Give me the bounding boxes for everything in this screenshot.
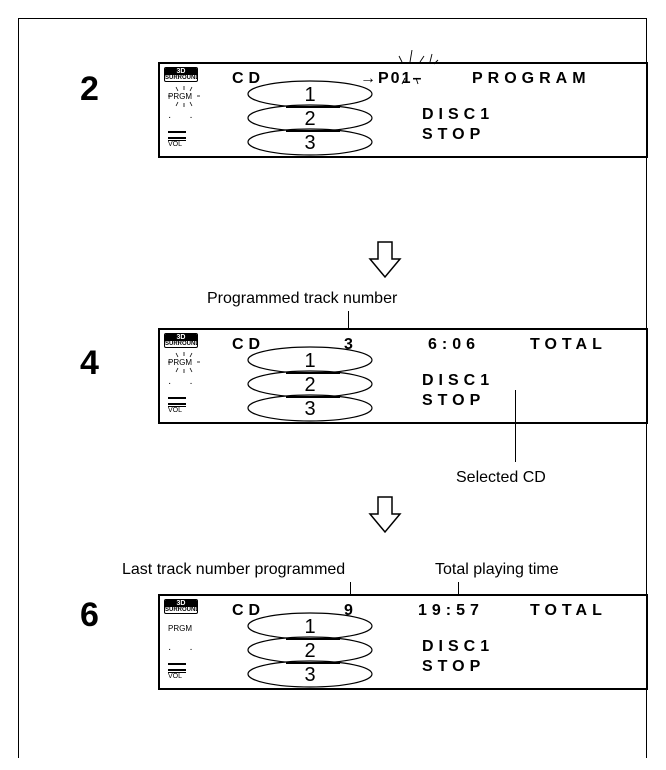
disc-label-3: 3 bbox=[304, 398, 315, 420]
disc-label-1: 1 bbox=[304, 616, 315, 638]
disc-stack-icon: 1 2 3 bbox=[247, 612, 373, 688]
volume-indicator: VOL bbox=[168, 397, 186, 414]
lcd-mode: CD bbox=[232, 602, 266, 619]
surround-badge: 3D SURROUND bbox=[164, 67, 198, 82]
programmed-track-number-label: Programmed track number bbox=[207, 290, 398, 307]
indicator-dots: ·· bbox=[168, 378, 211, 389]
disc-stack-icon: 1 2 3 bbox=[247, 346, 373, 422]
volume-indicator: VOL bbox=[168, 131, 186, 148]
lcd-panel-step-2: 3D SURROUND PRGM ·· VOL CD →P01– PROGRAM… bbox=[158, 50, 648, 158]
disc-stack-icon: 1 2 3 bbox=[247, 80, 373, 156]
blink-rays-icon bbox=[168, 352, 200, 373]
lcd-mode: CD bbox=[232, 70, 266, 87]
disc-label-1: 1 bbox=[304, 350, 315, 372]
lcd-track: 3 bbox=[344, 336, 358, 353]
lcd-status: TOTAL bbox=[530, 336, 607, 353]
lcd-time: 19:57 bbox=[418, 602, 484, 619]
lcd-disc: DISC1 bbox=[422, 372, 495, 389]
last-track-number-programmed-label: Last track number programmed bbox=[122, 561, 346, 578]
lcd-state: STOP bbox=[422, 658, 486, 675]
disc-label-2: 2 bbox=[304, 640, 315, 662]
lcd-mode: CD bbox=[232, 336, 266, 353]
lcd-disc: DISC1 bbox=[422, 638, 495, 655]
lcd-panel-step-6: 3D SURROUND PRGM ·· VOL CD 9 19:57 TOTAL… bbox=[158, 594, 648, 690]
step-number-2: 2 bbox=[80, 70, 99, 108]
lcd-state: STOP bbox=[422, 392, 486, 409]
leader-line bbox=[458, 582, 459, 598]
leader-line bbox=[350, 582, 351, 598]
blink-rays-icon bbox=[168, 86, 200, 107]
indicator-dots: ·· bbox=[168, 112, 211, 123]
down-arrow-icon bbox=[368, 241, 402, 279]
step-number-4: 4 bbox=[80, 344, 99, 382]
lcd-status: PROGRAM bbox=[472, 70, 591, 87]
lcd-panel-step-4: 3D SURROUND PRGM ·· VOL CD 3 6:06 TOTAL … bbox=[158, 328, 648, 424]
lcd-state: STOP bbox=[422, 126, 486, 143]
lcd-status: TOTAL bbox=[530, 602, 607, 619]
prgm-indicator: PRGM bbox=[168, 624, 192, 633]
disc-label-2: 2 bbox=[304, 374, 315, 396]
disc-label-3: 3 bbox=[304, 664, 315, 686]
lcd-track: 9 bbox=[344, 602, 358, 619]
lcd-disc: DISC1 bbox=[422, 106, 495, 123]
selected-cd-label: Selected CD bbox=[456, 469, 546, 486]
lcd-time: 6:06 bbox=[428, 336, 481, 353]
indicator-dots: ·· bbox=[168, 644, 211, 655]
total-playing-time-label: Total playing time bbox=[435, 561, 559, 578]
blink-rays-icon bbox=[398, 50, 439, 85]
leader-line bbox=[515, 390, 516, 462]
down-arrow-icon bbox=[368, 496, 402, 534]
volume-indicator: VOL bbox=[168, 663, 186, 680]
prgm-indicator: PRGM bbox=[168, 92, 192, 101]
disc-label-1: 1 bbox=[304, 84, 315, 106]
disc-label-3: 3 bbox=[304, 132, 315, 154]
surround-badge: 3D SURROUND bbox=[164, 599, 198, 614]
lcd-track: →P01– bbox=[360, 70, 424, 87]
prgm-indicator: PRGM bbox=[168, 358, 192, 367]
surround-badge: 3D SURROUND bbox=[164, 333, 198, 348]
leader-line bbox=[348, 311, 349, 331]
step-number-6: 6 bbox=[80, 596, 99, 634]
disc-label-2: 2 bbox=[304, 108, 315, 130]
